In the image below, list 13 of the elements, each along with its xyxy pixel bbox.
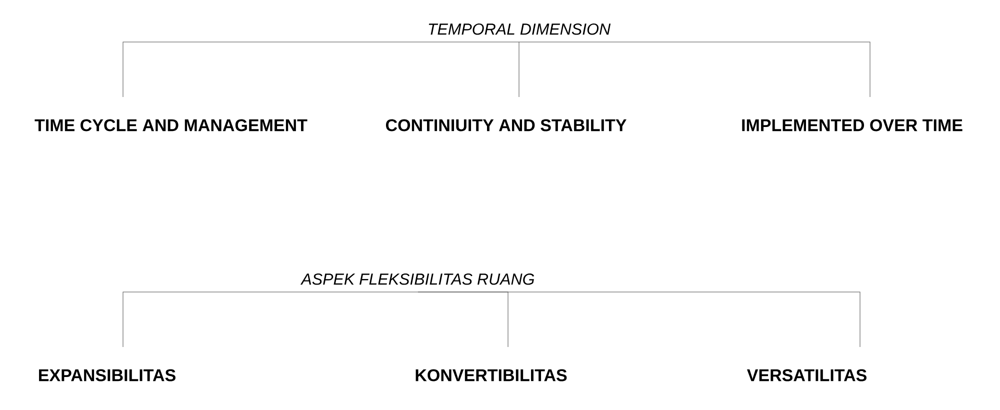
category-label: TIME CYCLE AND MANAGEMENT [34, 119, 308, 132]
heading-text: TEMPORAL DIMENSION [428, 23, 611, 35]
connector-line [518, 42, 870, 98]
connector-line [418, 292, 860, 348]
heading-text: ASPEK FLEKSIBILITAS RUANG [300, 273, 534, 285]
category-label: EXPANSIBILITAS [39, 369, 176, 382]
connector-line [122, 42, 520, 98]
connector-line [122, 292, 418, 348]
category-label: VERSATILITAS [747, 369, 866, 382]
category-label: IMPLEMENTED OVER TIME [742, 119, 962, 132]
category-label: KONVERTIBILITAS [416, 369, 567, 382]
connector-line [518, 42, 520, 98]
category-label: CONTINIUITY AND STABILITY [386, 119, 626, 132]
